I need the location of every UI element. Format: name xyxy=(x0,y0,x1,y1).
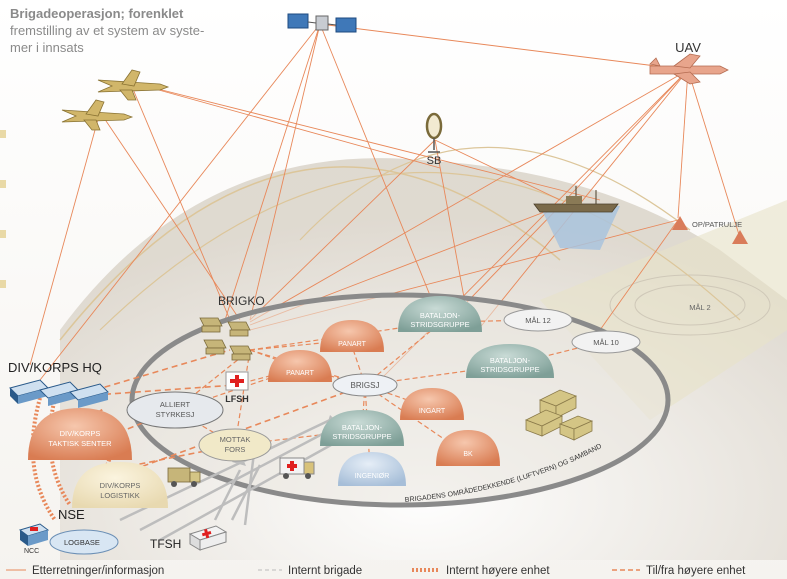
uav-icon xyxy=(649,53,729,85)
buildings xyxy=(525,389,594,441)
maal-2-label: MÅL 2 xyxy=(689,303,710,312)
alliert-line2: STYRKESJ xyxy=(156,410,195,419)
node-maal-10: MÅL 10 xyxy=(571,330,641,354)
brigko-shelters xyxy=(199,317,253,361)
ncc-label: NCC xyxy=(24,548,39,555)
edge-mark xyxy=(0,130,6,138)
div-taktisk-line1: DIV/KORPS xyxy=(60,429,101,438)
edge-mark xyxy=(0,280,6,288)
mottak-line2: FORS xyxy=(225,445,246,454)
logbase-label: LOGBASE xyxy=(64,538,100,547)
maal-12-label: MÅL 12 xyxy=(525,316,551,325)
sb-antenna-icon xyxy=(425,112,443,153)
sb-label: SB xyxy=(427,155,442,167)
edge-mark xyxy=(0,180,6,188)
maal-10-label: MÅL 10 xyxy=(593,338,619,347)
div-logistikk-line2: LOGISTIKK xyxy=(100,491,140,500)
op-patrol-marker xyxy=(672,216,688,230)
tfsh-label: TFSH xyxy=(150,537,181,551)
div-korps-hq-label: DIV/KORPS HQ xyxy=(8,360,102,375)
legend-label-internal-brigade: Internt brigade xyxy=(288,565,362,577)
tfsh-icon xyxy=(188,525,228,551)
dome-bataljon-2: BATALJON- STRIDSGRUPPE xyxy=(466,344,554,378)
sb-arc-2 xyxy=(99,171,741,331)
edge-mark xyxy=(0,230,6,238)
ship-icon xyxy=(533,186,619,213)
dome-ingenior: INGENIØR xyxy=(338,452,406,486)
lfsh-label: LFSH xyxy=(225,394,249,404)
bataljon-2-line1: BATALJON- xyxy=(490,356,531,365)
div-korps-hq-icon xyxy=(9,379,109,408)
dome-div-taktisk: DIV/KORPS TAKTISK SENTER xyxy=(28,408,132,460)
div-logistikk-line1: DIV/KORPS xyxy=(100,481,141,490)
panart-2-label: PANART xyxy=(286,370,314,377)
brigsj-label: BRIGSJ xyxy=(351,381,380,390)
bataljon-3-line2: STRIDSGRUPPE xyxy=(332,432,391,441)
lfsh-icon xyxy=(225,371,249,391)
mottak-line1: MOTTAK xyxy=(220,435,251,444)
fighter-jet-icon xyxy=(61,99,134,131)
ambulance-icon xyxy=(279,457,315,479)
sb-arc-3 xyxy=(299,146,691,241)
dome-div-logistikk: DIV/KORPS LOGISTIKK xyxy=(72,462,168,508)
dome-panart-1: PANART xyxy=(320,320,384,352)
target-ring-inner xyxy=(634,284,746,326)
legend-label-intel: Etterretninger/informasjon xyxy=(32,565,164,577)
bataljon-1-line2: STRIDSGRUPPE xyxy=(410,320,469,329)
brigko-label: BRIGKO xyxy=(218,294,265,308)
ingenior-label: INGENIØR xyxy=(355,473,390,480)
panart-1-label: PANART xyxy=(338,341,366,348)
node-alliert: ALLIERT STYRKESJ xyxy=(126,391,224,429)
sb-arc-1 xyxy=(59,166,561,341)
nse-label: NSE xyxy=(58,507,85,522)
node-mottak: MOTTAK FORS xyxy=(198,428,272,462)
bataljon-1-line1: BATALJON- xyxy=(420,311,461,320)
dome-bataljon-3: BATALJON- STRIDSGRUPPE xyxy=(320,410,404,446)
fighter-jet-icon xyxy=(97,69,170,101)
bataljon-2-line2: STRIDSGRUPPE xyxy=(480,365,539,374)
dome-bk: BK xyxy=(436,430,500,466)
dome-panart-2: PANART xyxy=(268,350,332,382)
uav-label: UAV xyxy=(675,40,701,55)
op-patrulje-label: OP/PATRULJE xyxy=(692,220,742,229)
title-line-1: Brigadeoperasjon; forenklet xyxy=(10,6,184,21)
title-line-3: mer i innsats xyxy=(10,40,84,55)
truck-icon xyxy=(167,467,201,487)
target-ring-outer xyxy=(609,274,771,336)
title-line-2: fremstilling av et system av syste- xyxy=(10,23,204,38)
water xyxy=(540,206,620,250)
bataljon-3-line1: BATALJON- xyxy=(342,423,383,432)
dome-ingart: INGART xyxy=(400,388,464,420)
legend: Etterretninger/informasjon Internt briga… xyxy=(6,565,746,577)
alliert-line1: ALLIERT xyxy=(160,400,191,409)
op-patrol-marker xyxy=(732,230,748,244)
ingart-label: INGART xyxy=(419,408,446,415)
node-brigsj: BRIGSJ xyxy=(332,373,398,397)
legend-label-to-from-higher: Til/fra høyere enhet xyxy=(646,565,746,577)
node-maal-12: MÅL 12 xyxy=(503,308,573,332)
legend-label-internal-higher: Internt høyere enhet xyxy=(446,565,550,577)
logbase-icon xyxy=(18,523,119,555)
dome-bataljon-1: BATALJON- STRIDSGRUPPE xyxy=(398,296,482,332)
div-taktisk-line2: TAKTISK SENTER xyxy=(48,439,112,448)
satellite-icon xyxy=(287,13,357,33)
bk-label: BK xyxy=(463,451,473,458)
